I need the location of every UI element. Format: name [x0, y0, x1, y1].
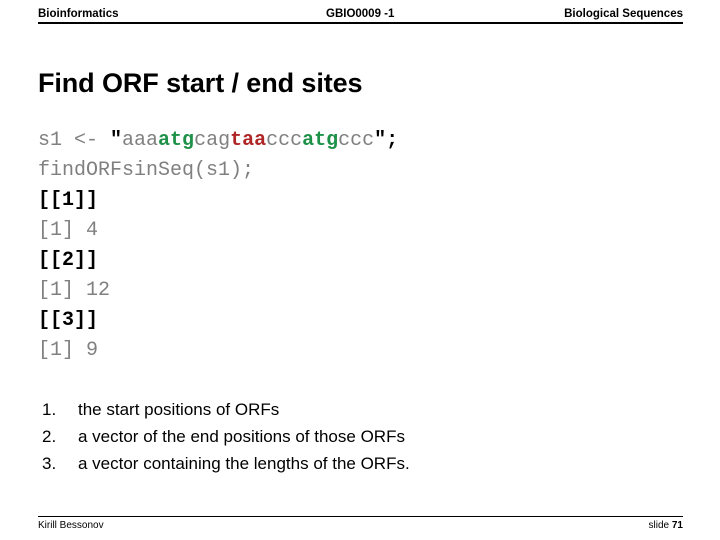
code-token-plain: [1] 12 — [38, 279, 111, 302]
code-line: findORFsinSeq(s1); — [38, 156, 658, 186]
list-item: 3. a vector containing the lengths of the… — [38, 450, 678, 477]
footer-slide-label: slide — [648, 520, 670, 531]
code-line: s1 <- "aaaatgcagtaacccatgccc"; — [38, 126, 658, 156]
code-token-plain: aaa — [122, 129, 159, 152]
slide-footer: Kirill Bessonov slide 71 — [38, 516, 683, 532]
list-item-number: 2. — [42, 427, 57, 446]
header-topic: Biological Sequences — [564, 8, 683, 20]
list-item: 2. a vector of the end positions of those… — [38, 423, 678, 450]
code-line: [[1]] — [38, 186, 658, 216]
footer-author: Kirill Bessonov — [38, 520, 104, 531]
ordered-list: 1. the start positions of ORFs 2. a vector … — [38, 396, 678, 477]
list-item-label: a vector of the end positions of those O… — [78, 427, 405, 446]
code-token-strong: [[3]] — [38, 309, 99, 332]
code-token-plain: [1] 9 — [38, 339, 99, 362]
footer-slide-value: 71 — [671, 520, 683, 531]
list-item-number: 3. — [42, 454, 57, 473]
code-line: [[2]] — [38, 246, 658, 276]
code-block: s1 <- "aaaatgcagtaacccatgccc";findORFsin… — [38, 126, 658, 366]
header-course-code: GBIO0009 -1 — [326, 8, 395, 20]
footer-slide-number: slide 71 — [649, 520, 683, 532]
list-item-label: the start positions of ORFs — [78, 400, 280, 419]
code-token-plain: ccc — [338, 129, 375, 152]
code-line: [[3]] — [38, 306, 658, 336]
code-token-plain: cag — [194, 129, 231, 152]
code-line: [1] 12 — [38, 276, 658, 306]
list-item: 1. the start positions of ORFs — [38, 396, 678, 423]
code-token-stop: taa — [230, 129, 267, 152]
code-token-plain: ccc — [266, 129, 303, 152]
code-token-strong: "; — [374, 129, 399, 152]
header-course-name: Bioinformatics — [38, 8, 119, 20]
code-line: [1] 4 — [38, 216, 658, 246]
list-item-label: a vector containing the lengths of the O… — [78, 454, 410, 473]
list-item-number: 1. — [42, 400, 57, 419]
slide-header: Bioinformatics GBIO0009 -1 Biological Se… — [38, 8, 683, 24]
code-token-strong: " — [110, 129, 123, 152]
code-token-strong: [[2]] — [38, 249, 99, 272]
code-token-start: atg — [302, 129, 339, 152]
page-title: Find ORF start / end sites — [38, 68, 363, 99]
code-token-plain: findORFsinSeq(s1); — [38, 159, 255, 182]
code-line: [1] 9 — [38, 336, 658, 366]
code-token-start: atg — [158, 129, 195, 152]
code-token-plain: s1 <- — [38, 129, 111, 152]
code-token-strong: [[1]] — [38, 189, 99, 212]
code-token-plain: [1] 4 — [38, 219, 99, 242]
